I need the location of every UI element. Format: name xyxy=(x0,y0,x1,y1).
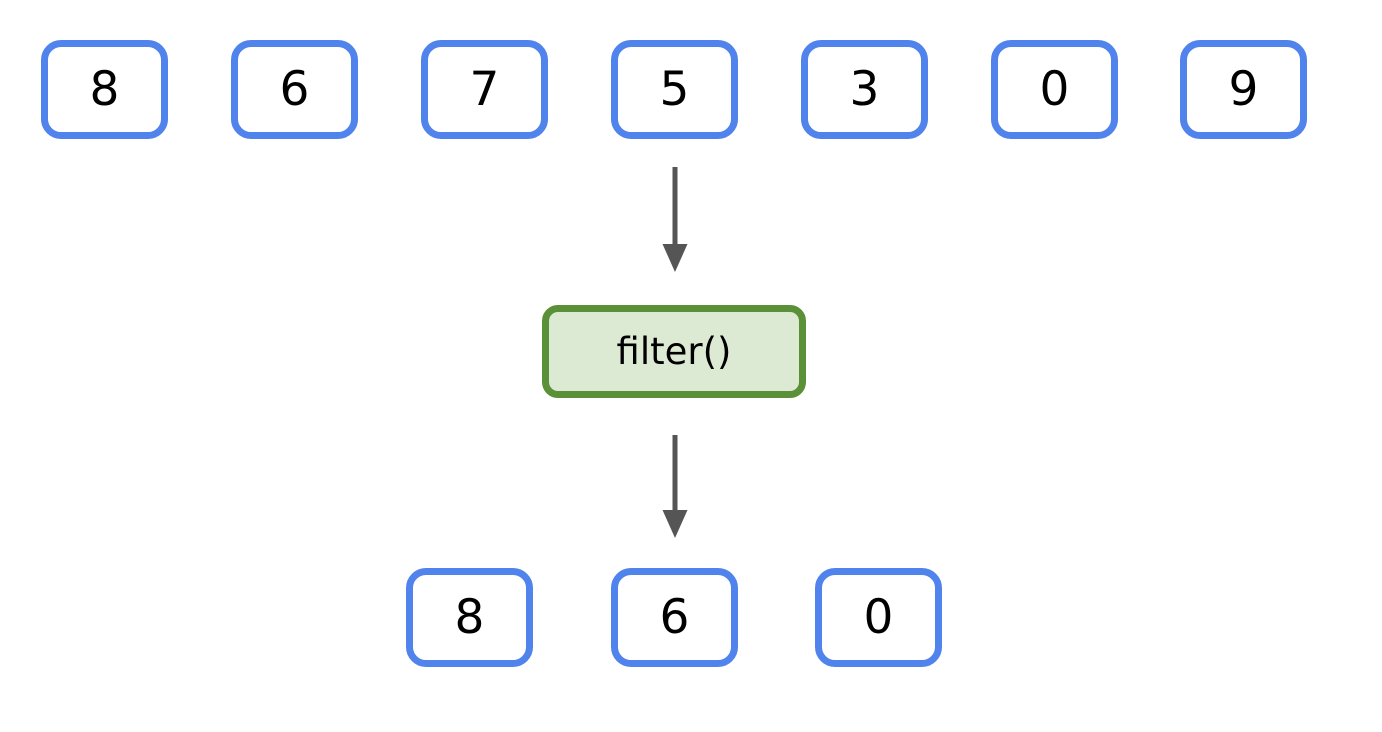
input-value-label: 3 xyxy=(849,62,880,117)
input-value-box[interactable]: 7 xyxy=(421,40,548,139)
input-value-box[interactable]: 3 xyxy=(801,40,928,139)
output-value-label: 8 xyxy=(454,590,485,645)
filter-operation-label: filter() xyxy=(616,330,732,373)
input-value-box[interactable]: 8 xyxy=(41,40,168,139)
output-value-label: 6 xyxy=(659,590,690,645)
input-value-box[interactable]: 6 xyxy=(231,40,358,139)
output-value-box[interactable]: 8 xyxy=(406,568,533,667)
filter-operation-box[interactable]: filter() xyxy=(542,305,806,398)
output-value-box[interactable]: 6 xyxy=(611,568,738,667)
input-value-box[interactable]: 9 xyxy=(1180,40,1307,139)
input-value-label: 5 xyxy=(659,62,690,117)
arrow-input-to-filter-icon xyxy=(662,167,688,272)
arrow-filter-to-output-icon xyxy=(662,435,688,538)
input-value-box[interactable]: 0 xyxy=(991,40,1118,139)
input-value-label: 8 xyxy=(89,62,120,117)
output-value-label: 0 xyxy=(863,590,894,645)
input-value-box[interactable]: 5 xyxy=(611,40,738,139)
input-value-label: 9 xyxy=(1228,62,1259,117)
input-value-label: 7 xyxy=(469,62,500,117)
output-value-box[interactable]: 0 xyxy=(815,568,942,667)
input-value-label: 6 xyxy=(279,62,310,117)
input-value-label: 0 xyxy=(1039,62,1070,117)
